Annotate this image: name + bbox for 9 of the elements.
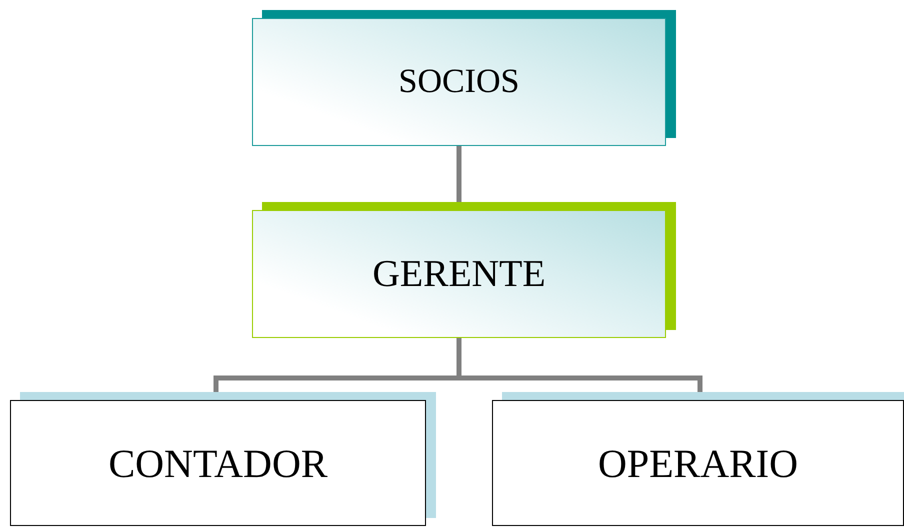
org-box: [10, 400, 426, 526]
org-box: [492, 400, 904, 526]
connector-line: [456, 146, 462, 202]
org-box: [252, 18, 666, 146]
org-box: [252, 210, 666, 338]
role-label: OPERARIO: [598, 440, 798, 486]
role-label: CONTADOR: [108, 440, 328, 486]
role-label: GERENTE: [372, 252, 546, 296]
role-label: SOCIOS: [398, 63, 520, 101]
